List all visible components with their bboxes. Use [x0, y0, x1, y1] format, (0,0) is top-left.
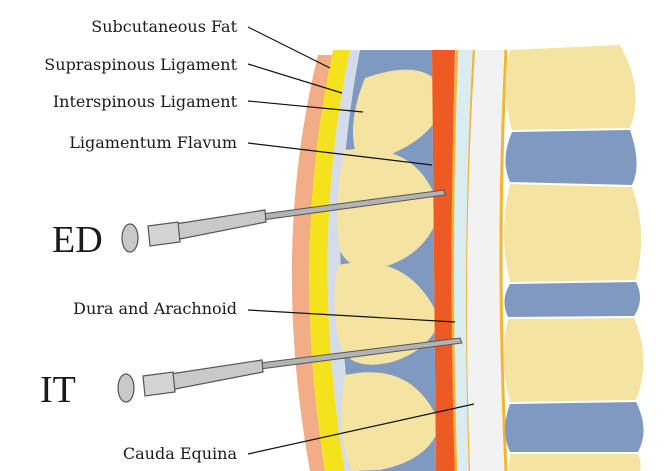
intervertebral-disc-1 — [505, 130, 636, 185]
label-interspinous-ligament: Interspinous Ligament — [53, 92, 238, 111]
label-intrathecal-needle: IT — [40, 369, 76, 411]
vertebral-body-1 — [505, 45, 635, 130]
label-cauda-equina: Cauda Equina — [123, 444, 238, 463]
vertebral-body-2 — [504, 184, 641, 282]
intrathecal-needle-cap — [143, 372, 175, 396]
vertebral-body-3 — [503, 318, 643, 402]
leader-subcutaneous-fat — [248, 27, 330, 68]
intervertebral-disc-3 — [505, 402, 644, 452]
intervertebral-disc-2 — [504, 282, 640, 317]
vertebral-body-4 — [508, 454, 641, 471]
vertebral-column — [503, 45, 643, 471]
label-supraspinous-ligament: Supraspinous Ligament — [44, 55, 237, 74]
label-epidural-needle: ED — [52, 219, 103, 261]
label-subcutaneous-fat: Subcutaneous Fat — [91, 17, 237, 36]
intrathecal-needle-grip — [118, 374, 134, 402]
epidural-needle-hub — [175, 210, 266, 240]
label-dura-arachnoid: Dura and Arachnoid — [73, 299, 237, 318]
epidural-needle-grip — [122, 224, 138, 252]
cauda-equina-canal — [467, 50, 505, 471]
label-ligamentum-flavum: Ligamentum Flavum — [69, 133, 237, 152]
epidural-needle-cap — [148, 222, 180, 246]
intrathecal-needle-hub — [170, 360, 263, 390]
